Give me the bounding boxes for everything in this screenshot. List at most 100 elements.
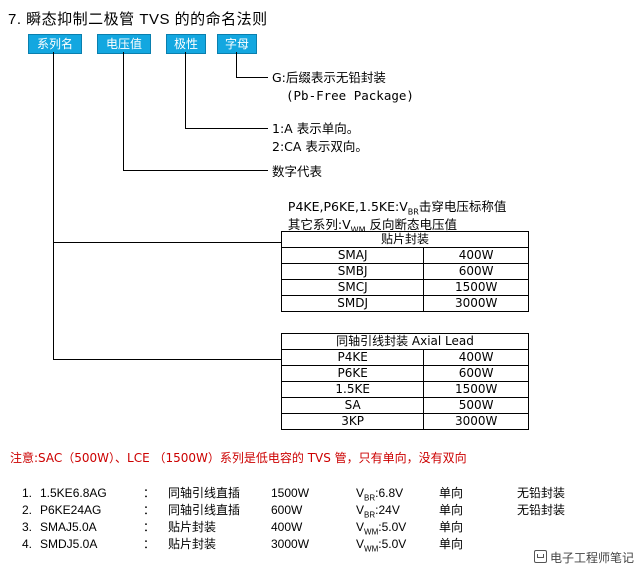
example-vlabel-2: V (356, 520, 365, 534)
annotation-polarity-line2: 2:CA 表示双向。 (272, 139, 368, 154)
example-package-2: 贴片封装 (168, 520, 217, 534)
connector-series-to-axial-table (53, 359, 281, 360)
table-axial-power-4: 3000W (423, 413, 529, 430)
table-smd-power-3: 3000W (423, 295, 529, 312)
table-axial-series-2: 1.5KE (280, 381, 425, 398)
example-vsub-0: BR (364, 493, 376, 503)
annotation-voltage-line2-sub: BR (407, 207, 419, 217)
example-vsub-2: WM (364, 527, 379, 537)
table-axial-header: 同轴引线封装 Axial Lead (281, 333, 529, 350)
example-part-1: P6KE24AG (40, 503, 102, 517)
table-axial-series-0: P4KE (280, 349, 425, 366)
example-polarity-3: 单向 (439, 537, 464, 551)
example-package-0: 同轴引线直插 (168, 486, 241, 500)
annotation-voltage-line2: P4KE,P6KE,1.5KE:VBR击穿电压标称值 (272, 181, 506, 238)
table-axial-power-1: 600W (423, 365, 529, 382)
table-smd-power-1: 600W (423, 263, 529, 280)
table-axial-power-3: 500W (423, 397, 529, 414)
connector-series-vertical (53, 52, 54, 359)
example-vvalue-0: :6.8V (375, 486, 404, 500)
example-vlabel-1: V (356, 503, 365, 517)
example-vvalue-3: :5.0V (378, 537, 407, 551)
connector-polarity-vertical (185, 52, 186, 128)
annotation-voltage-line1: 数字代表 (272, 164, 323, 179)
table-axial-package: 同轴引线封装 Axial Lead P4KE 400W P6KE 600W 1.… (280, 333, 529, 430)
example-vlabel-0: V (356, 486, 365, 500)
example-vlabel-3: V (356, 537, 365, 551)
annotation-suffix-line2: (Pb-Free Package) (286, 88, 414, 103)
table-smd-header: 贴片封装 (281, 231, 529, 248)
annotation-voltage-line2-a: P4KE,P6KE,1.5KE:V (287, 199, 408, 214)
example-colon-0: ： (143, 486, 156, 500)
table-row: 贴片封装 (281, 231, 529, 248)
example-index-0: 1. (22, 486, 33, 500)
table-row: 1.5KE 1500W (280, 381, 529, 398)
table-smd-series-1: SMBJ (280, 263, 425, 280)
table-row: SMDJ 3000W (280, 295, 529, 312)
table-smd-series-2: SMCJ (280, 279, 425, 296)
table-axial-series-1: P6KE (280, 365, 425, 382)
example-vvalue-1: :24V (375, 503, 400, 517)
annotation-voltage-line3-a: 其它系列:V (287, 217, 351, 232)
table-smd-series-3: SMDJ (280, 295, 425, 312)
table-smd-series-0: SMAJ (280, 247, 425, 264)
example-vvalue-2: :5.0V (378, 520, 407, 534)
table-axial-power-0: 400W (423, 349, 529, 366)
example-power-2: 400W (271, 520, 303, 534)
page-title: 7. 瞬态抑制二极管 TVS 的的命名法则 (8, 11, 268, 28)
annotation-suffix-line1: G:后缀表示无铅封装 (272, 70, 386, 85)
connector-letter-horizontal (236, 77, 268, 78)
example-power-0: 1500W (271, 486, 310, 500)
example-colon-2: ： (143, 520, 156, 534)
example-part-2: SMAJ5.0A (40, 520, 97, 534)
table-axial-power-2: 1500W (423, 381, 529, 398)
example-vsub-3: WM (364, 544, 379, 554)
annotation-voltage-line3: 其它系列:VWM 反向断态电压值 (272, 199, 457, 256)
table-smd-package: 贴片封装 SMAJ 400W SMBJ 600W SMCJ 1500W SMDJ… (280, 231, 529, 312)
example-lead-0: 无铅封装 (517, 486, 566, 500)
example-part-0: 1.5KE6.8AG (40, 486, 107, 500)
table-row: SMAJ 400W (280, 247, 529, 264)
tag-polarity: 极性 (166, 34, 206, 54)
table-row: 同轴引线封装 Axial Lead (281, 333, 529, 350)
annotation-voltage-line3-sub: WM (350, 225, 366, 235)
example-polarity-0: 单向 (439, 486, 464, 500)
annotation-voltage-line3-b: 反向断态电压值 (365, 217, 457, 232)
connector-letter-vertical (236, 52, 237, 77)
table-row: SMCJ 1500W (280, 279, 529, 296)
tag-letter: 字母 (217, 34, 257, 54)
connector-voltage-vertical (123, 52, 124, 170)
watermark-logo-icon (533, 550, 547, 563)
table-smd-power-0: 400W (423, 247, 529, 264)
example-polarity-2: 单向 (439, 520, 464, 534)
annotation-polarity-line1: 1:A 表示单向。 (272, 121, 360, 136)
example-index-3: 4. (22, 537, 33, 551)
example-index-2: 3. (22, 520, 33, 534)
connector-series-to-smd-table (53, 242, 281, 243)
annotation-voltage-line2-b: 击穿电压标称值 (418, 199, 507, 214)
table-axial-series-3: SA (280, 397, 425, 414)
example-power-1: 600W (271, 503, 303, 517)
table-row: 3KP 3000W (280, 413, 529, 430)
warning-note: 注意:SAC（500W）、LCE （1500W）系列是低电容的 TVS 管，只有… (10, 451, 467, 465)
example-row-2: 3. SMAJ5.0A ： 贴片封装 400W VWM:5.0V 单向 (22, 518, 517, 536)
example-colon-3: ： (143, 537, 156, 551)
example-polarity-1: 单向 (439, 503, 464, 517)
example-row-0: 1. 1.5KE6.8AG ： 同轴引线直插 1500W VBR:6.8V 单向 无铅封装 (22, 484, 565, 502)
connector-polarity-horizontal (185, 128, 268, 129)
watermark-text: 电子工程师笔记 (549, 551, 634, 565)
example-package-1: 同轴引线直插 (168, 503, 241, 517)
table-row: P6KE 600W (280, 365, 529, 382)
table-smd-power-2: 1500W (423, 279, 529, 296)
watermark: 电子工程师笔记 (533, 549, 634, 566)
tag-series-name: 系列名 (28, 34, 82, 54)
example-index-1: 2. (22, 503, 33, 517)
tag-voltage-value: 电压值 (97, 34, 151, 54)
example-power-3: 3000W (271, 537, 310, 551)
connector-voltage-horizontal (123, 170, 268, 171)
example-lead-1: 无铅封装 (517, 503, 566, 517)
table-row: SMBJ 600W (280, 263, 529, 280)
